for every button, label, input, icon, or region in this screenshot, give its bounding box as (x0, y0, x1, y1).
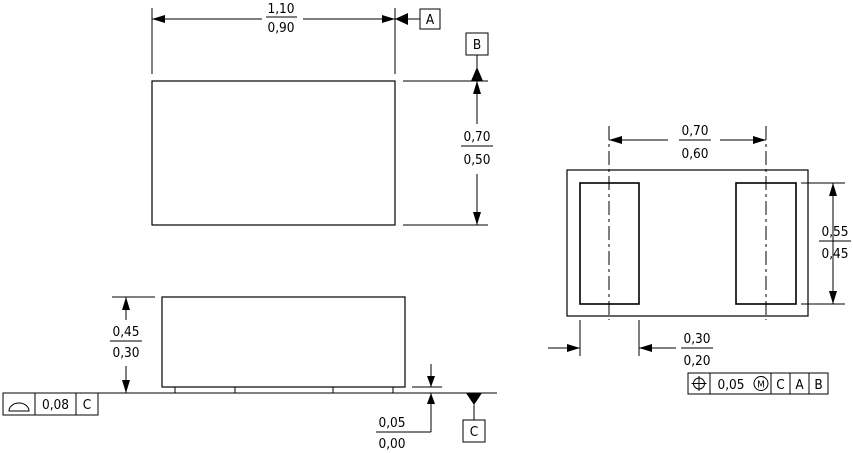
datum-b-marker: B (465, 32, 489, 81)
pad-length-max: 0,55 (821, 224, 848, 240)
datum-c-label: C (470, 424, 478, 440)
standoff-max: 0,05 (378, 415, 405, 431)
svg-text:M: M (757, 380, 765, 391)
pad-pitch-max: 0,70 (681, 123, 708, 139)
position-datum-1: C (776, 377, 784, 393)
position-tolerance: 0,05 (717, 377, 744, 393)
side-view: 0,45 0,30 0,08 C 0,05 0,00 (2, 296, 497, 452)
datum-b-label: B (473, 37, 481, 53)
mmc-modifier-icon: M (753, 376, 769, 391)
top-height-min: 0,50 (463, 152, 490, 168)
side-height-min: 0,30 (112, 345, 139, 361)
pad-pitch-min: 0,60 (681, 146, 708, 162)
position-datum-3: B (814, 377, 822, 393)
bottom-view-body (566, 169, 809, 317)
position-icon (691, 376, 707, 391)
top-width-min: 0,90 (267, 20, 294, 36)
pad-length-min: 0,45 (821, 246, 848, 262)
pad-width-min: 0,20 (683, 353, 710, 369)
surface-profile-icon (8, 402, 30, 412)
datum-a-marker: A (395, 8, 441, 30)
pad-width-max: 0,30 (683, 331, 710, 347)
standoff-min: 0,00 (378, 436, 405, 452)
flatness-tolerance: 0,08 (42, 397, 69, 413)
datum-a-label: A (426, 12, 435, 28)
flatness-control-frame: 0,08 C (2, 392, 99, 416)
side-height-max: 0,45 (112, 324, 139, 340)
top-height-max: 0,70 (463, 129, 490, 145)
side-view-body (161, 296, 406, 388)
bottom-view: 0,70 0,60 0,55 0,45 0,30 0,20 (548, 123, 851, 395)
side-view-lead-right (332, 386, 394, 394)
top-width-dimension: 1,10 0,90 (151, 1, 396, 74)
position-datum-2: A (795, 377, 804, 393)
standoff-dimension: 0,05 0,00 (376, 364, 442, 452)
pad-width-dimension: 0,30 0,20 (548, 320, 713, 369)
side-view-lead-left (174, 386, 236, 394)
pad-length-dimension: 0,55 0,45 (801, 182, 851, 305)
top-view-body (151, 80, 396, 226)
top-view: 1,10 0,90 A 0,70 0,50 B (151, 1, 493, 226)
pad-pitch-dimension: 0,70 0,60 (609, 123, 766, 162)
position-control-frame: 0,05 M C A B (687, 372, 829, 395)
flatness-datum: C (83, 397, 91, 413)
side-height-dimension: 0,45 0,30 (110, 296, 155, 393)
top-width-max: 1,10 (267, 1, 294, 17)
top-height-dimension: 0,70 0,50 (403, 80, 493, 226)
datum-c-marker: C (462, 393, 486, 443)
